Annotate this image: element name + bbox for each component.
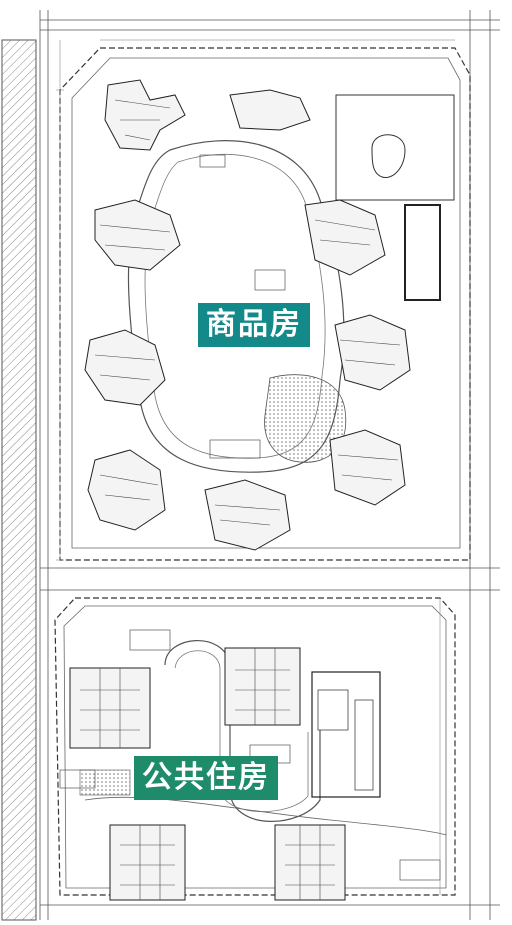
se-block-strip xyxy=(354,699,374,791)
north-small-blocks xyxy=(199,154,286,459)
south-buildings xyxy=(69,647,346,901)
south-dotted-patch xyxy=(79,769,131,796)
road-lines xyxy=(39,10,500,920)
se-block-inner xyxy=(317,689,349,731)
ne-dark-strip xyxy=(404,204,441,301)
zone-label-commercial: 商品房 xyxy=(198,303,310,347)
dimension-marks xyxy=(56,39,455,895)
left-hatched-strip xyxy=(1,39,37,921)
north-inner-boundary xyxy=(71,57,461,549)
ne-oval-track xyxy=(371,134,406,178)
zone-label-public: 公共住房 xyxy=(134,756,278,800)
north-building-details xyxy=(94,99,401,526)
ne-block xyxy=(335,94,455,201)
north-buildings xyxy=(84,79,411,551)
south-building-details xyxy=(80,648,335,900)
se-block xyxy=(311,671,381,798)
south-inner-boundary xyxy=(63,605,447,889)
